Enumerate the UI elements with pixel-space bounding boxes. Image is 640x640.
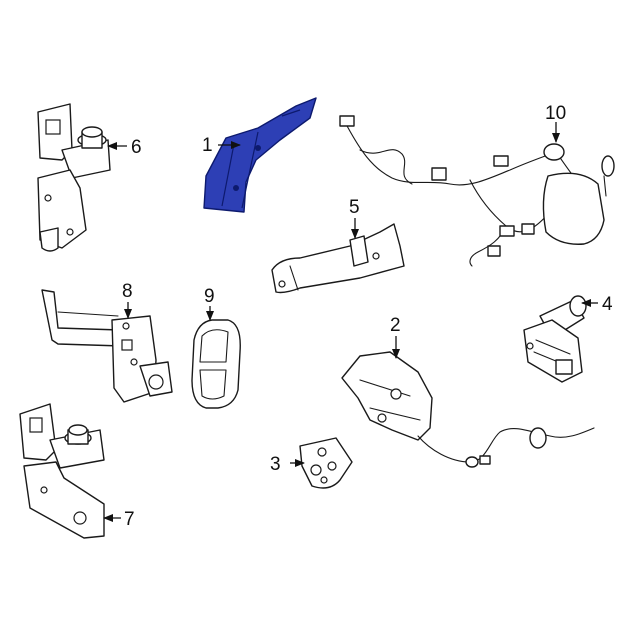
callout-7: 7	[103, 509, 135, 530]
part-9-pad[interactable]	[191, 319, 241, 409]
part-7-lower-hinge[interactable]	[19, 403, 105, 539]
part-6-upper-hinge[interactable]	[37, 103, 111, 252]
callout-number: 1	[202, 135, 213, 156]
part-4-actuator[interactable]	[523, 295, 587, 383]
part-1-bracket-highlighted[interactable]	[203, 97, 317, 213]
callout-5: 5	[349, 197, 360, 239]
callout-number: 5	[349, 197, 360, 218]
callout-10: 10	[545, 103, 566, 143]
callout-number: 7	[124, 509, 135, 530]
part-3-striker-plate[interactable]	[299, 437, 353, 489]
callout-number: 3	[270, 454, 281, 475]
callout-8: 8	[122, 281, 133, 319]
callout-number: 6	[131, 137, 142, 158]
callout-number: 8	[122, 281, 133, 302]
callout-number: 4	[602, 294, 613, 315]
callout-4: 4	[581, 294, 613, 315]
callout-6: 6	[107, 137, 142, 158]
callout-number: 10	[545, 103, 566, 124]
callout-1: 1	[202, 135, 241, 156]
callout-2: 2	[390, 315, 401, 359]
callout-number: 2	[390, 315, 401, 336]
callout-number: 9	[204, 286, 215, 307]
part-5-bracket[interactable]	[271, 223, 405, 294]
callout-9: 9	[204, 286, 215, 321]
part-10-wiring-harness[interactable]	[339, 115, 615, 267]
part-8-door-check[interactable]	[41, 289, 173, 403]
part-2-door-latch[interactable]	[341, 351, 595, 468]
callout-3: 3	[270, 454, 305, 475]
